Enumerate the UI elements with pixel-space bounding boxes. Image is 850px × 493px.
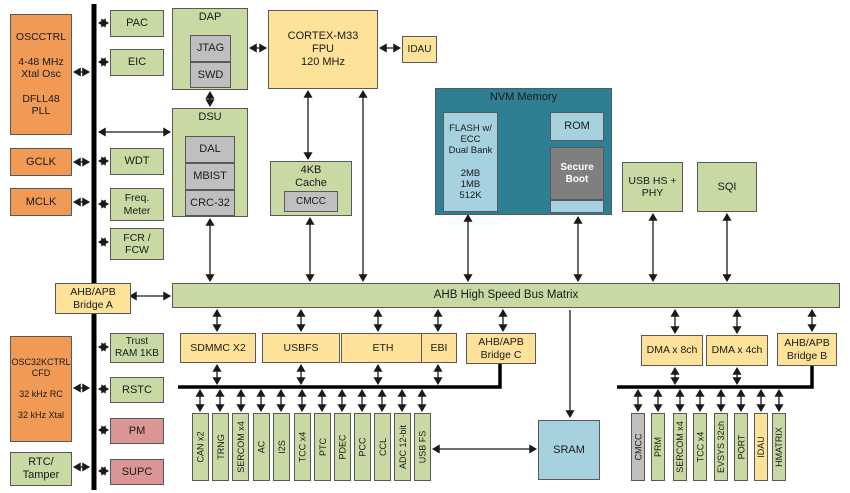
block-jtag: JTAG [190, 35, 231, 62]
block-evsys: EVSYS 32ch [714, 413, 728, 481]
block-secure-boot: Secure Boot [550, 147, 604, 200]
block-port: PORT [734, 413, 748, 481]
block-sercom-left: SERCOM x4 [232, 413, 249, 481]
block-pcc: PCC [354, 413, 371, 481]
block-eic: EIC [110, 49, 164, 76]
block-supc: SUPC [110, 459, 164, 485]
block-freq-meter: Freq. Meter [110, 188, 164, 221]
block-tcc-right: TCC x4 [693, 413, 707, 481]
block-usb-fs: USB FS [414, 413, 431, 481]
block-pdec: PDEC [334, 413, 351, 481]
block-pm: PM [110, 418, 164, 444]
block-bridge-b: AHB/APB Bridge B [777, 333, 837, 366]
block-bridge-a: AHB/APB Bridge A [55, 283, 131, 314]
block-ccl: CCL [374, 413, 391, 481]
block-rtc-tamper: RTC/ Tamper [10, 452, 72, 486]
block-fcr-fcw: FCR / FCW [110, 228, 164, 260]
block-cortex-m33: CORTEX-M33 FPU 120 MHz [268, 10, 378, 89]
block-sqi: SQI [697, 162, 757, 212]
block-osc32kctrl: OSC32KCTRL CFD 32 kHz RC 32 kHz Xtal [10, 336, 72, 442]
block-can: CAN x2 [192, 413, 209, 481]
block-eth: ETH [341, 333, 425, 363]
block-ac: AC [253, 413, 270, 481]
block-bridge-c: AHB/APB Bridge C [466, 333, 536, 364]
block-pac: PAC [110, 10, 164, 37]
block-oscctrl: OSCCTRL 4-48 MHz Xtal Osc DFLL48 PLL [10, 14, 72, 135]
block-usb-hs-phy: USB HS + PHY [622, 162, 683, 212]
block-adc: ADC 12-bit [394, 413, 411, 481]
block-usbfs: USBFS [262, 333, 340, 363]
block-trust-ram: Trust RAM 1KB [110, 333, 164, 363]
block-ptc: PTC [314, 413, 331, 481]
block-sdmmc: SDMMC X2 [180, 333, 256, 363]
block-cmcc-cache: CMCC [284, 191, 338, 212]
block-gclk: GCLK [10, 148, 72, 176]
block-nvm-strip [550, 200, 604, 213]
block-dma-8ch: DMA x 8ch [641, 335, 703, 366]
block-prm: PRM [651, 413, 665, 481]
block-sram: SRAM [538, 420, 600, 480]
block-trng: TRNG [212, 413, 229, 481]
block-idau-right: IDAU [754, 413, 768, 481]
block-swd: SWD [190, 62, 231, 88]
block-dal: DAL [185, 136, 235, 163]
block-mbist: MBIST [185, 163, 235, 190]
block-hmatrix: HMATRIX [772, 413, 786, 481]
block-tcc-left: TCC x4 [294, 413, 311, 481]
block-cmcc-right: CMCC [631, 413, 645, 481]
block-wdt: WDT [110, 148, 164, 175]
block-sercom-right: SERCOM x4 [673, 413, 687, 481]
block-rom: ROM [550, 112, 604, 141]
block-dma-4ch: DMA x 4ch [706, 335, 768, 366]
block-bus-matrix: AHB High Speed Bus Matrix [172, 283, 840, 308]
block-rstc: RSTC [110, 377, 164, 403]
block-ebi: EBI [421, 333, 457, 363]
block-i2s: I2S [273, 413, 290, 481]
block-flash: FLASH w/ ECC Dual Bank 2MB 1MB 512K [443, 112, 498, 212]
block-crc32: CRC-32 [185, 190, 235, 216]
block-idau-top: IDAU [402, 36, 437, 63]
block-mclk: MCLK [10, 188, 72, 216]
